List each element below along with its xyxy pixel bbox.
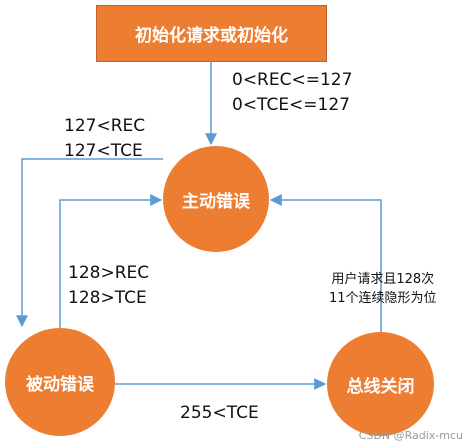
edge-label-line: 0<REC<=127	[232, 70, 353, 90]
passive-error-label: 被动错误	[26, 374, 94, 395]
active-error-node: 主动错误	[163, 146, 269, 252]
edge-label-line: 127<REC	[64, 116, 146, 136]
edge-label-line: 用户请求且128次	[331, 272, 435, 287]
edge-label-line: 128>REC	[68, 263, 150, 283]
edge-label-line: 255<TCE	[180, 403, 259, 423]
arrow-busoff-to-active	[269, 194, 382, 332]
active-error-label: 主动错误	[182, 191, 250, 212]
edge-label-line: 0<TCE<=127	[232, 95, 350, 115]
edge-label-passive-to-active: 128>REC 128>TCE	[68, 261, 149, 311]
bus-off-node: 总线关闭	[327, 332, 434, 436]
edge-label-init-to-active: 0<REC<=127 0<TCE<=127	[232, 68, 352, 118]
edge-label-busoff-to-active: 用户请求且128次 11个连续隐形为位	[329, 270, 437, 308]
edge-label-line: 11个连续隐形为位	[329, 291, 437, 306]
arrow-passive-to-active	[59, 194, 163, 328]
init-request-box: 初始化请求或初始化	[96, 5, 327, 62]
passive-error-node: 被动错误	[5, 328, 115, 436]
edge-label-active-to-passive: 127<REC 127<TCE	[64, 114, 145, 164]
watermark: CSDN @Radix-mcu	[358, 429, 463, 442]
edge-label-line: 128>TCE	[68, 288, 147, 308]
edge-label-passive-to-busoff: 255<TCE	[180, 401, 259, 426]
bus-off-label: 总线关闭	[346, 376, 415, 397]
init-request-label: 初始化请求或初始化	[135, 26, 288, 46]
edge-label-line: 127<TCE	[64, 141, 143, 161]
arrow-active-to-passive	[15, 158, 163, 328]
